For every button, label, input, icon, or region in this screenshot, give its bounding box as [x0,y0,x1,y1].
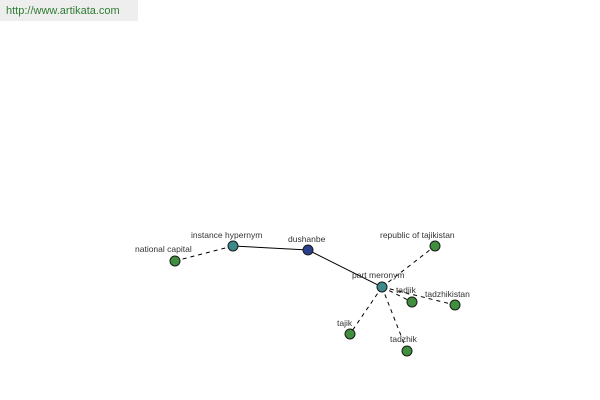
node-label-dushanbe: dushanbe [288,234,326,244]
node-tadzhik[interactable] [401,345,413,357]
node-tajik[interactable] [344,328,356,340]
source-url[interactable]: http://www.artikata.com [0,0,138,21]
node-label-republic-of-tajikistan: republic of tajikistan [380,230,455,240]
node-republic-of-tajikistan[interactable] [429,240,441,252]
edge-instance-hypernym-to-national-capital [174,245,234,262]
edge-dushanbe-to-part-meronym [307,249,383,288]
node-label-tadjik: tadjik [396,285,417,295]
node-part-meronym[interactable] [376,281,388,293]
edge-part-meronym-to-tadjik [381,286,413,303]
node-label-instance-hypernym: instance hypernym [191,230,262,240]
graph-edges [174,245,456,352]
edge-part-meronym-to-tadzhik [381,286,408,352]
graph-nodes [169,240,461,357]
node-tadzhikistan[interactable] [449,299,461,311]
graph-labels: dushanbe instance hypernym part meronym nat… [135,230,470,344]
node-national-capital[interactable] [169,255,181,267]
node-instance-hypernym[interactable] [227,240,239,252]
node-tadjik[interactable] [406,296,418,308]
node-label-national-capital: national capital [135,244,192,254]
edge-dushanbe-to-instance-hypernym [232,245,309,251]
node-label-tadzhikistan: tadzhikistan [425,289,470,299]
edge-part-meronym-to-tajik [349,286,383,335]
node-label-part-meronym: part meronym [352,270,404,280]
node-label-tadzhik: tadzhik [390,334,418,344]
edge-part-meronym-to-republic-of-tajikistan [381,245,436,288]
node-dushanbe[interactable] [302,244,314,256]
node-label-tajik: tajik [337,318,353,328]
